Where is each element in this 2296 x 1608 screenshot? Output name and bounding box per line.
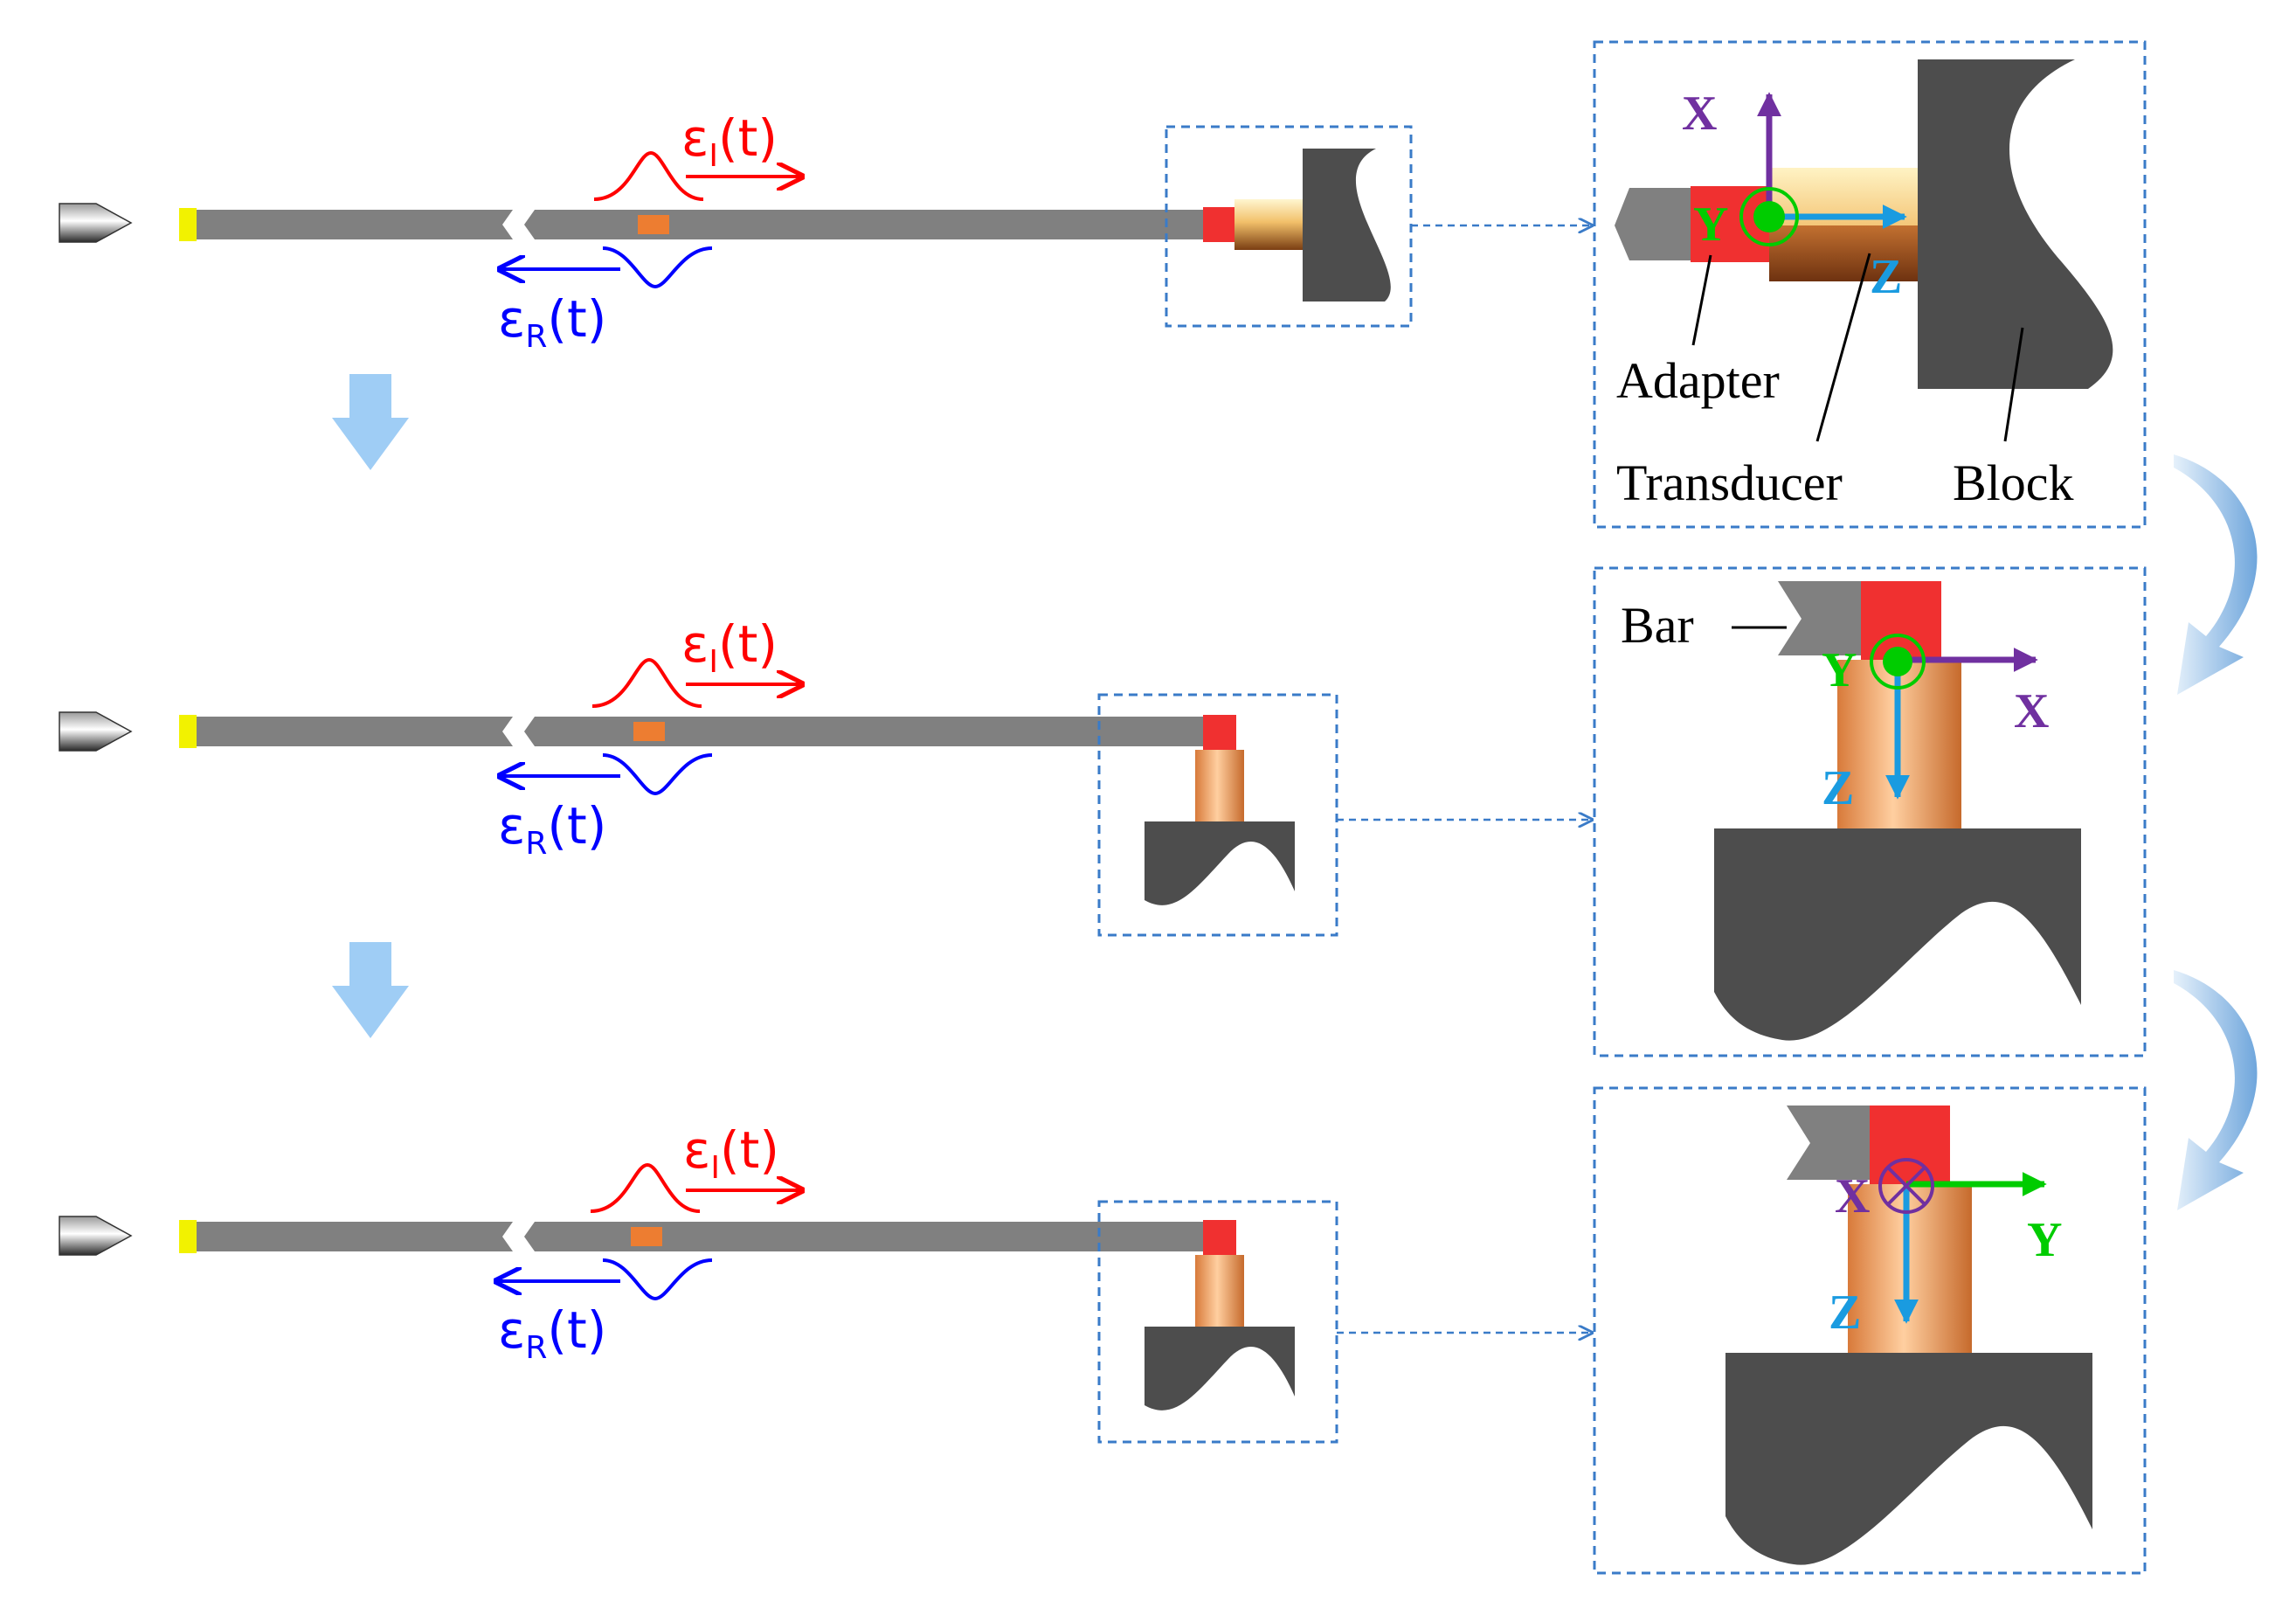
z-axis-label: Z [1870, 250, 1902, 304]
block [1303, 149, 1391, 302]
incident-pulse [593, 150, 704, 201]
projectile-icon [59, 203, 133, 243]
incident-bar-right [535, 210, 1203, 239]
striker-pad [179, 1220, 197, 1253]
bar-end [1778, 581, 1861, 655]
block [1145, 1327, 1295, 1410]
axis-out-of-page-icon [1870, 634, 1926, 690]
transducer-label: Transducer [1616, 454, 1843, 511]
down-arrow-icon [332, 374, 409, 470]
incident-bar-left [197, 1222, 494, 1251]
curved-arrow-icon [2174, 454, 2258, 695]
bar-label: Bar [1621, 597, 1694, 654]
incident-strain-label: εI(t) [683, 1120, 779, 1186]
incident-strain-label: εI(t) [681, 614, 778, 680]
x-axis-label: X [1682, 87, 1717, 141]
zoom-box [1097, 1200, 1338, 1444]
incident-pulse [590, 1162, 701, 1213]
bar-break-mark [524, 717, 535, 746]
incident-strain-label: εI(t) [681, 108, 778, 174]
setup-row-2: εI(t) εR(t) [59, 614, 1592, 937]
adapter [1203, 715, 1236, 750]
strain-gauge [631, 1227, 662, 1246]
block-label: Block [1953, 454, 2074, 511]
incident-bar-left [197, 717, 494, 746]
reflected-pulse [602, 246, 713, 289]
reflected-pulse [602, 1258, 713, 1301]
adapter [1870, 1106, 1950, 1184]
detail-frame [1593, 566, 2147, 1057]
bar-end [1787, 1106, 1870, 1180]
setup-row-3: εI(t) εR(t) [59, 1120, 1592, 1444]
transducer [1234, 199, 1303, 250]
striker-pad [179, 715, 197, 748]
x-axis-label: X [2014, 684, 2049, 738]
projectile-icon [59, 711, 133, 752]
bar-break-mark [494, 210, 513, 239]
block [1725, 1353, 2092, 1565]
y-axis-label: Y [2027, 1213, 2062, 1267]
adapter [1203, 207, 1234, 242]
zoom-box [1097, 693, 1338, 937]
y-axis-label: Y [1693, 198, 1728, 252]
bar-end [1615, 188, 1691, 260]
adapter [1203, 1220, 1236, 1255]
z-axis-label: Z [1822, 761, 1854, 815]
curved-arrow-icon [2174, 970, 2258, 1210]
bar-break-mark [524, 1222, 535, 1251]
detail-panel-3: X Y Z [1593, 1086, 2147, 1575]
block [1714, 828, 2081, 1041]
bar-break-mark [524, 210, 535, 239]
axis-into-page-icon [1878, 1158, 1934, 1214]
projectile-icon [59, 1216, 133, 1256]
transducer [1195, 750, 1244, 821]
bar-break-mark [494, 717, 513, 746]
block [1918, 59, 2113, 389]
reflected-strain-label: εR(t) [498, 289, 606, 355]
leader-line [1691, 254, 1712, 346]
reflected-strain-label: εR(t) [498, 796, 606, 862]
leader-line [2003, 327, 2024, 442]
y-axis-label: Y [1822, 643, 1857, 697]
incident-bar-left [197, 210, 494, 239]
strain-gauge [638, 215, 669, 234]
detail-panel-1: X Y Z Adapter Transducer Block [1593, 40, 2147, 529]
incident-pulse [591, 657, 702, 708]
axis-out-of-page-icon [1739, 187, 1799, 246]
strain-gauge [633, 722, 665, 741]
z-axis-label: Z [1829, 1286, 1861, 1340]
x-axis-label: X [1835, 1169, 1870, 1223]
reflected-strain-label: εR(t) [498, 1300, 606, 1366]
reflected-pulse [602, 753, 713, 796]
detail-frame [1593, 1086, 2147, 1575]
detail-panel-2: Y X Z Bar [1593, 566, 2147, 1057]
setup-row-1: εI(t) εR(t) [59, 108, 1592, 355]
transducer [1195, 1255, 1244, 1327]
down-arrow-icon [332, 942, 409, 1038]
transducer-lower [1769, 225, 1918, 281]
block [1145, 821, 1295, 905]
leader-line [1815, 253, 1871, 442]
bar-break-mark [494, 1222, 513, 1251]
striker-pad [179, 208, 197, 241]
adapter-label: Adapter [1616, 352, 1780, 409]
detail-frame [1593, 40, 2147, 529]
